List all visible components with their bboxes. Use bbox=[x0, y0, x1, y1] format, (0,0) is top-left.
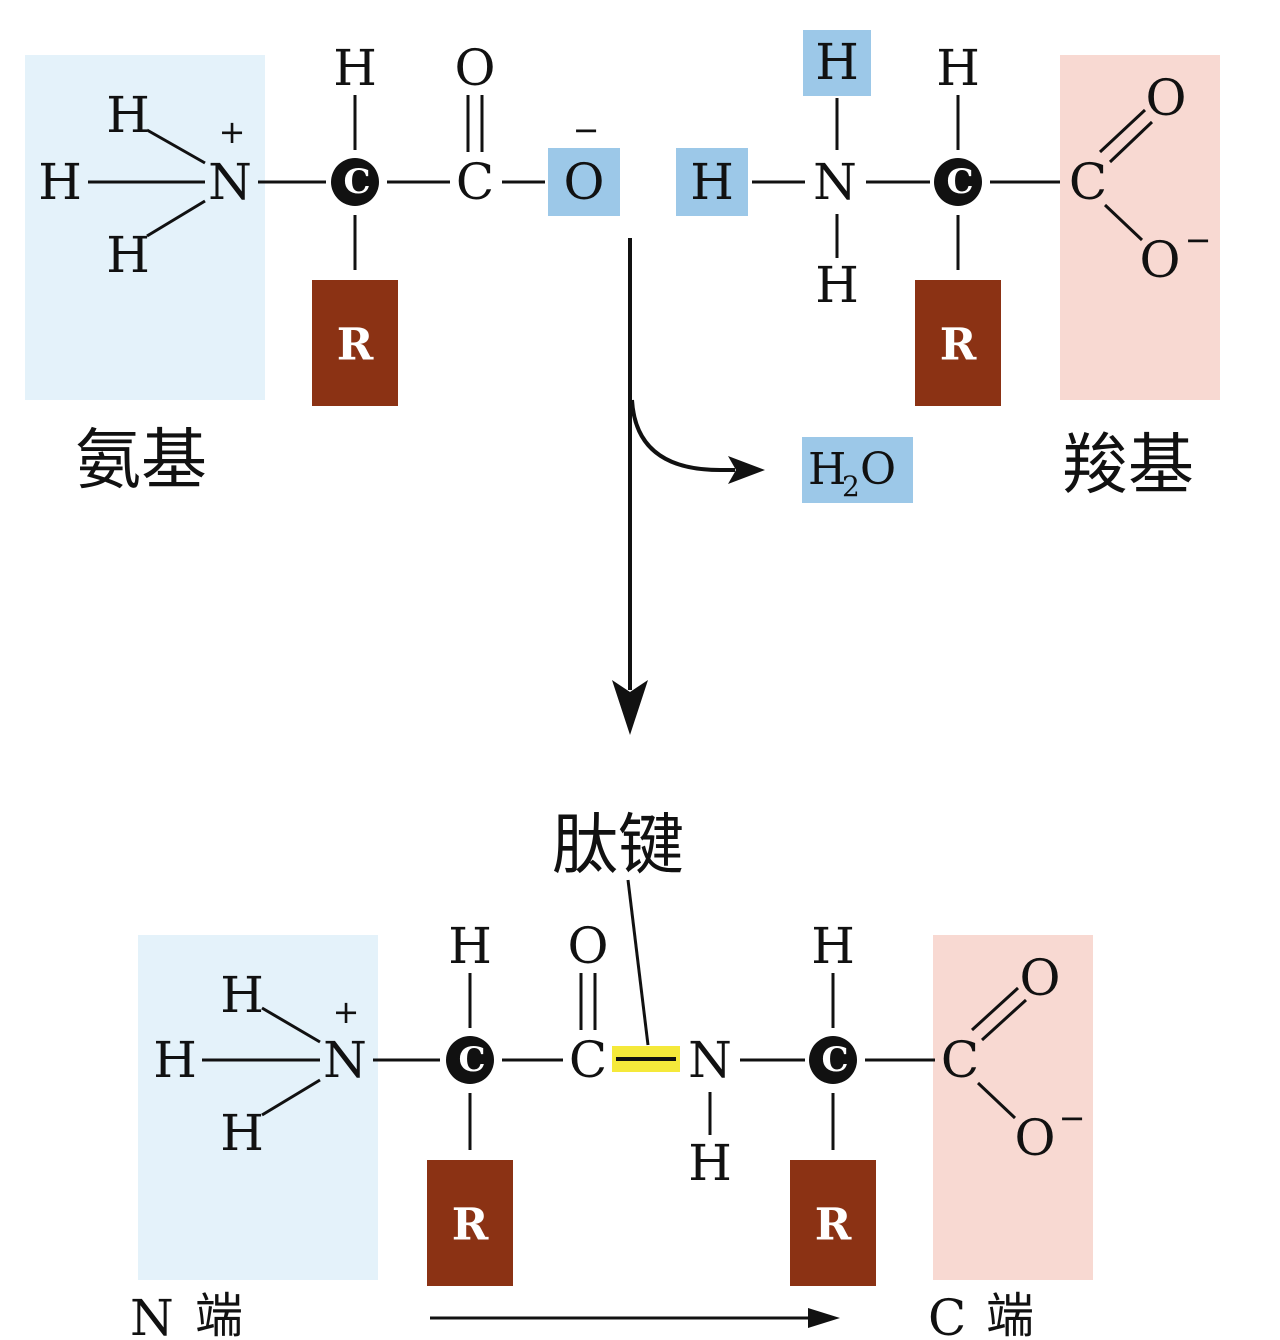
amine-h-top: H bbox=[815, 33, 859, 91]
d-carboxyl-o-bottom: O bbox=[1015, 1109, 1056, 1167]
carboxyl-group-label: 羧基 bbox=[1062, 427, 1194, 504]
n-term-n: N bbox=[323, 1031, 367, 1089]
down-arrow-icon bbox=[612, 238, 648, 735]
r-group-box bbox=[427, 1160, 513, 1286]
alpha-carbon-icon: C bbox=[809, 1036, 857, 1084]
d-carboxyl-c: C bbox=[941, 1031, 979, 1089]
n-terminus-char: 端 bbox=[195, 1288, 243, 1340]
d-carboxyl-o-top: O bbox=[1020, 949, 1061, 1007]
d-alpha2-h-top: H bbox=[811, 917, 855, 975]
carboxyl-o-top: O bbox=[1146, 69, 1187, 127]
alpha-carbon-icon: C bbox=[934, 158, 982, 206]
alpha-h-top: H bbox=[333, 39, 377, 97]
alpha2-h-top: H bbox=[936, 39, 980, 97]
r-group-label: R bbox=[337, 320, 374, 371]
carbonyl-c: C bbox=[456, 153, 494, 211]
amino-acid-1: H H H N + C H R C O O − bbox=[25, 39, 620, 406]
r-group-label: R bbox=[940, 320, 977, 371]
alpha-carbon-icon: C bbox=[446, 1036, 494, 1084]
carbonyl-o: O bbox=[455, 39, 496, 97]
carboxyl-o-minus: O bbox=[564, 153, 605, 211]
o-minus-charge: − bbox=[573, 111, 600, 149]
d-amide-h: H bbox=[688, 1134, 732, 1192]
amino-h-left: H bbox=[38, 153, 82, 211]
r-group-box bbox=[312, 280, 398, 406]
r-group-label: R bbox=[452, 1200, 489, 1251]
r-group-label: R bbox=[815, 1200, 852, 1251]
amine-h-left: H bbox=[690, 153, 734, 211]
amine-h-highlight-top bbox=[803, 30, 871, 96]
n-term-plus: + bbox=[333, 993, 360, 1031]
water-molecule: H 2 O bbox=[802, 437, 913, 503]
n-term-h-bottom: H bbox=[220, 1104, 264, 1162]
water-subscript: 2 bbox=[842, 470, 860, 503]
carboxyl-c: C bbox=[1069, 153, 1107, 211]
right-arrow-icon bbox=[430, 1308, 840, 1328]
peptide-bond-pointer bbox=[626, 879, 650, 1046]
amino-group-box bbox=[25, 55, 265, 400]
carboxyl-minus: − bbox=[1185, 221, 1212, 259]
carboxyl-o-bottom: O bbox=[1140, 231, 1181, 289]
amino-n: N bbox=[208, 153, 252, 211]
water-h: H bbox=[808, 444, 846, 495]
svg-text:C: C bbox=[821, 1040, 848, 1080]
n-terminus-letter: N bbox=[130, 1289, 174, 1340]
dipeptide: H H H N + C H R C O N H C H bbox=[138, 917, 1093, 1286]
d-alpha1-h-top: H bbox=[448, 917, 492, 975]
r-group-box bbox=[790, 1160, 876, 1286]
d-carbonyl-o: O bbox=[568, 917, 609, 975]
svg-text:C: C bbox=[458, 1040, 485, 1080]
c-terminus-letter: C bbox=[928, 1289, 966, 1340]
c-terminus-char: 端 bbox=[986, 1288, 1034, 1340]
curved-arrow-icon bbox=[630, 399, 765, 484]
amino-h-bottom: H bbox=[106, 226, 150, 284]
svg-text:C: C bbox=[343, 162, 370, 202]
hydroxyl-o-highlight bbox=[548, 148, 620, 216]
amine-h-bottom: H bbox=[815, 256, 859, 314]
amino-plus-charge: + bbox=[219, 113, 246, 151]
d-carbonyl-c: C bbox=[569, 1031, 607, 1089]
n-terminus-box bbox=[138, 935, 378, 1280]
amino-h-top: H bbox=[106, 86, 150, 144]
alpha-carbon-icon: C bbox=[331, 158, 379, 206]
carboxyl-group-box bbox=[1060, 55, 1220, 400]
amine-n: N bbox=[813, 153, 857, 211]
n-term-h-left: H bbox=[153, 1031, 197, 1089]
amino-group-label: 氨基 bbox=[75, 422, 207, 499]
amino-acid-2: H H N H C H R C O O − bbox=[676, 30, 1220, 406]
water-o: O bbox=[860, 444, 896, 495]
d-amide-n: N bbox=[688, 1031, 732, 1089]
amine-h-highlight-left bbox=[676, 148, 748, 216]
svg-text:C: C bbox=[946, 162, 973, 202]
water-highlight bbox=[802, 437, 913, 503]
peptide-bond-label: 肽键 bbox=[552, 807, 684, 884]
d-carboxyl-minus: − bbox=[1059, 1099, 1086, 1137]
r-group-box bbox=[915, 280, 1001, 406]
n-term-h-top: H bbox=[220, 966, 264, 1024]
